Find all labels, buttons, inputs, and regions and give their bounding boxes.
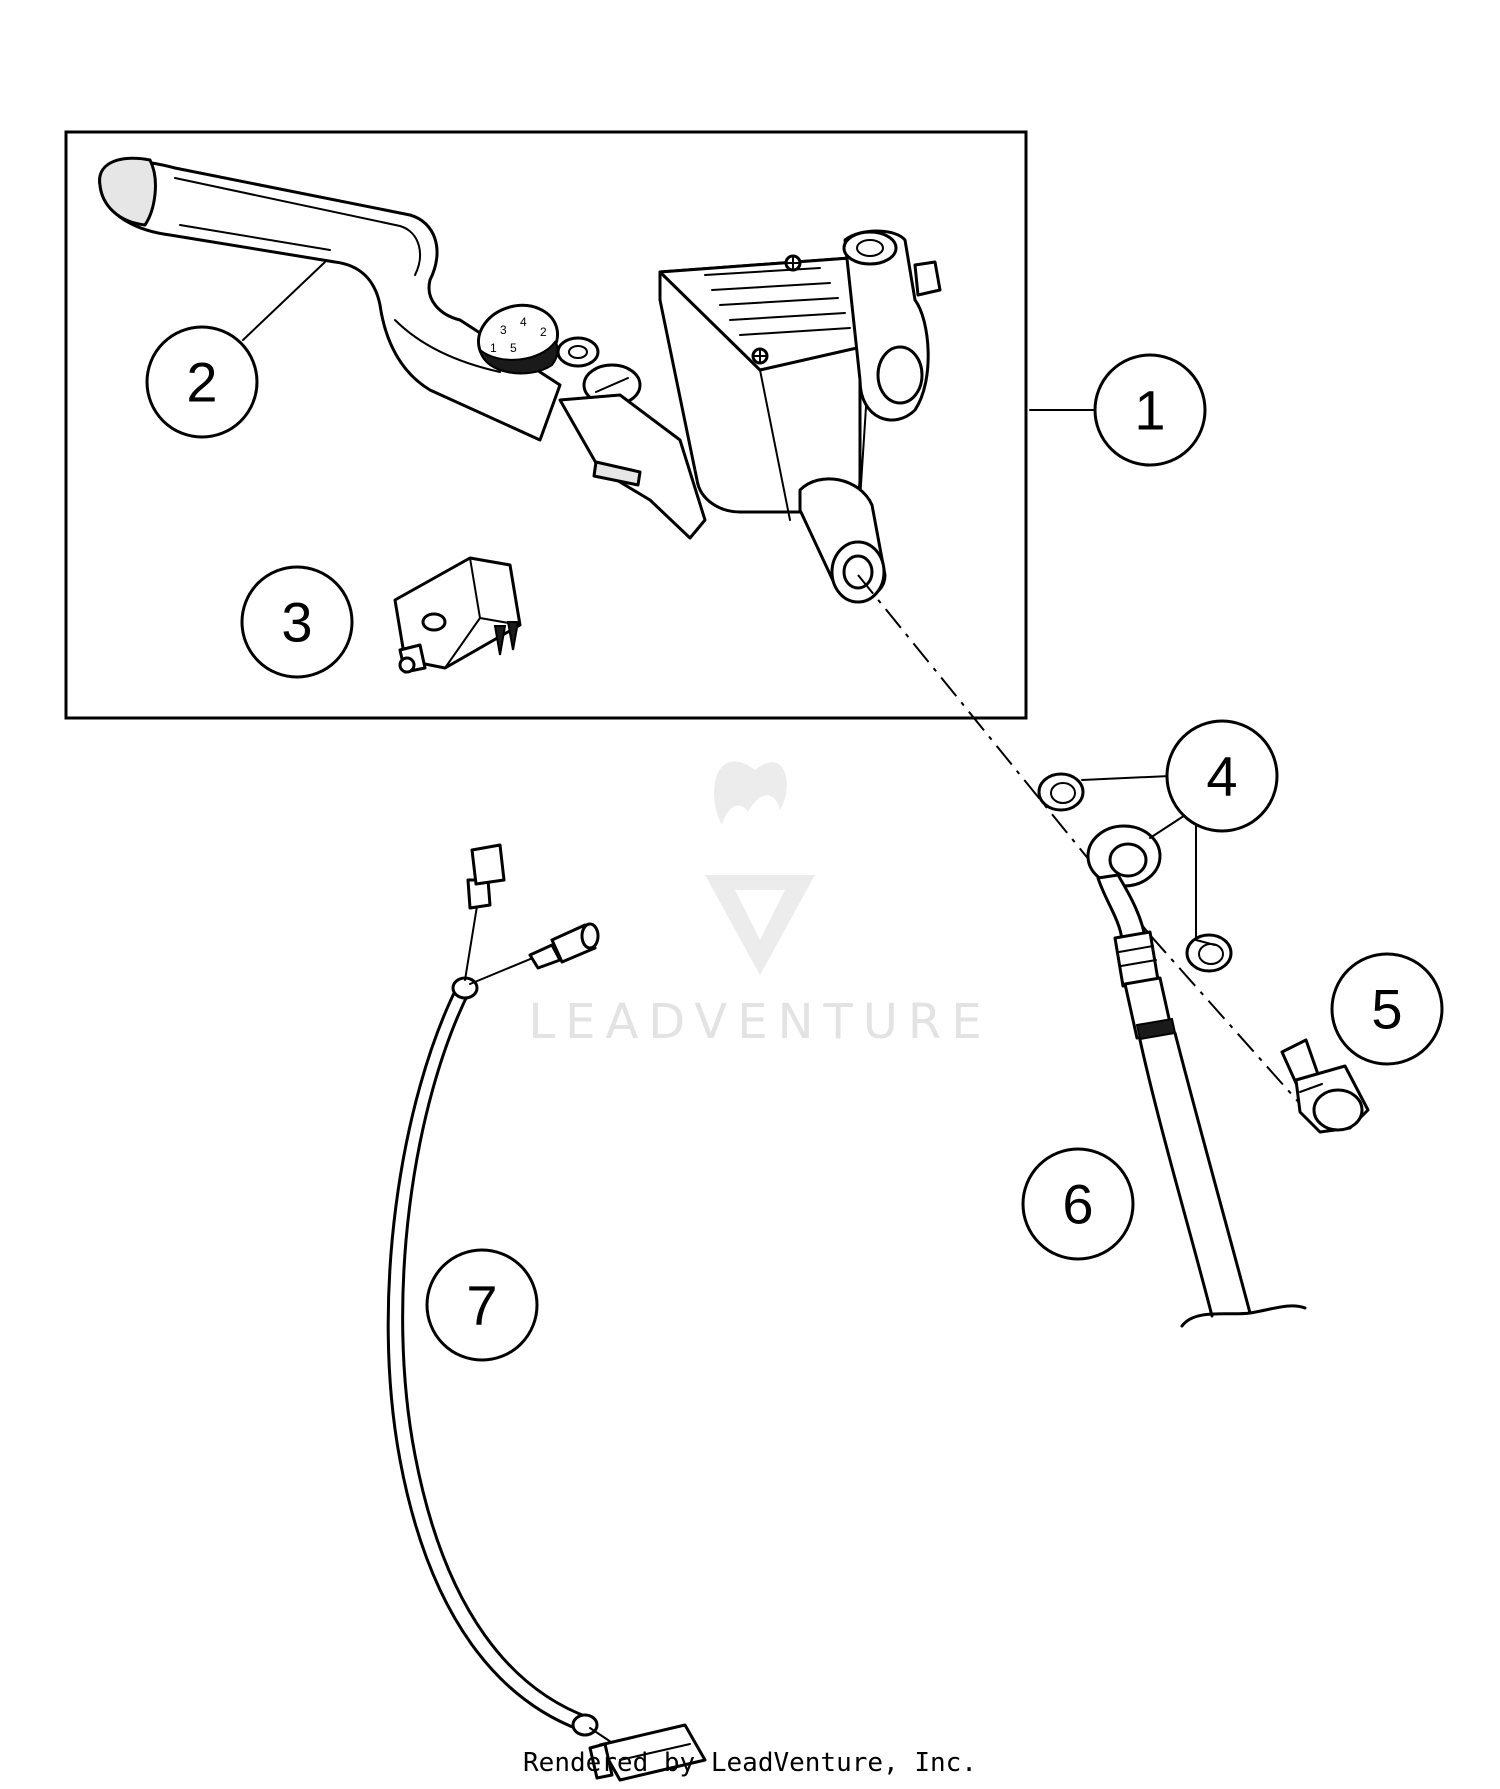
callout-number: 5	[1371, 978, 1402, 1041]
wiring-harness	[386, 843, 707, 1782]
callout-5: 5	[1330, 952, 1444, 1066]
dial-number-mark: 5	[510, 341, 517, 355]
watermark-brand-text: LEADVENTURE	[528, 994, 991, 1050]
callout-1: 1	[1093, 353, 1207, 467]
callout-3: 3	[240, 565, 354, 679]
dial-number-mark: 3	[500, 323, 507, 337]
render-credit: Rendered by LeadVenture, Inc.	[523, 1748, 977, 1778]
cap-screw-icon	[751, 347, 769, 365]
cap-screw-icon	[784, 254, 802, 272]
banjo-bolt	[1280, 1038, 1370, 1134]
callout-number: 1	[1134, 379, 1165, 442]
handlebar-clamp	[842, 229, 942, 422]
clutch-lever	[98, 156, 562, 442]
assembly-frame	[64, 130, 1028, 720]
callout-number: 7	[466, 1274, 497, 1337]
callout-number: 2	[186, 351, 217, 414]
dial-number-mark: 2	[540, 325, 547, 339]
sealing-washer	[1185, 933, 1233, 973]
assembly-dash-line	[1149, 934, 1311, 1116]
watermark-flame-icon	[714, 761, 787, 825]
callout-4: 4	[1165, 719, 1279, 833]
callout-number: 3	[281, 591, 312, 654]
reservoir-label-lines	[704, 267, 851, 336]
callout-7: 7	[425, 1248, 539, 1362]
hydraulic-line	[1086, 824, 1307, 1328]
callout-2: 2	[145, 325, 259, 439]
callout-number: 6	[1062, 1173, 1093, 1236]
leader-line	[242, 261, 326, 341]
callout-6: 6	[1021, 1147, 1135, 1261]
master-cylinder	[558, 254, 887, 604]
brake-light-switch	[393, 556, 522, 674]
sealing-washer	[1037, 772, 1085, 812]
leader-line	[1195, 807, 1216, 946]
watermark: LEADVENTURE	[528, 761, 991, 1050]
dial-number-mark: 4	[520, 315, 527, 329]
span-adjuster-dial: 3 4 5 1 2	[476, 303, 560, 375]
watermark-v-icon	[705, 875, 815, 975]
callout-number: 4	[1206, 745, 1237, 808]
dial-number-mark: 1	[490, 341, 497, 355]
leader-line	[1081, 775, 1171, 781]
lever-pivot	[556, 336, 642, 407]
